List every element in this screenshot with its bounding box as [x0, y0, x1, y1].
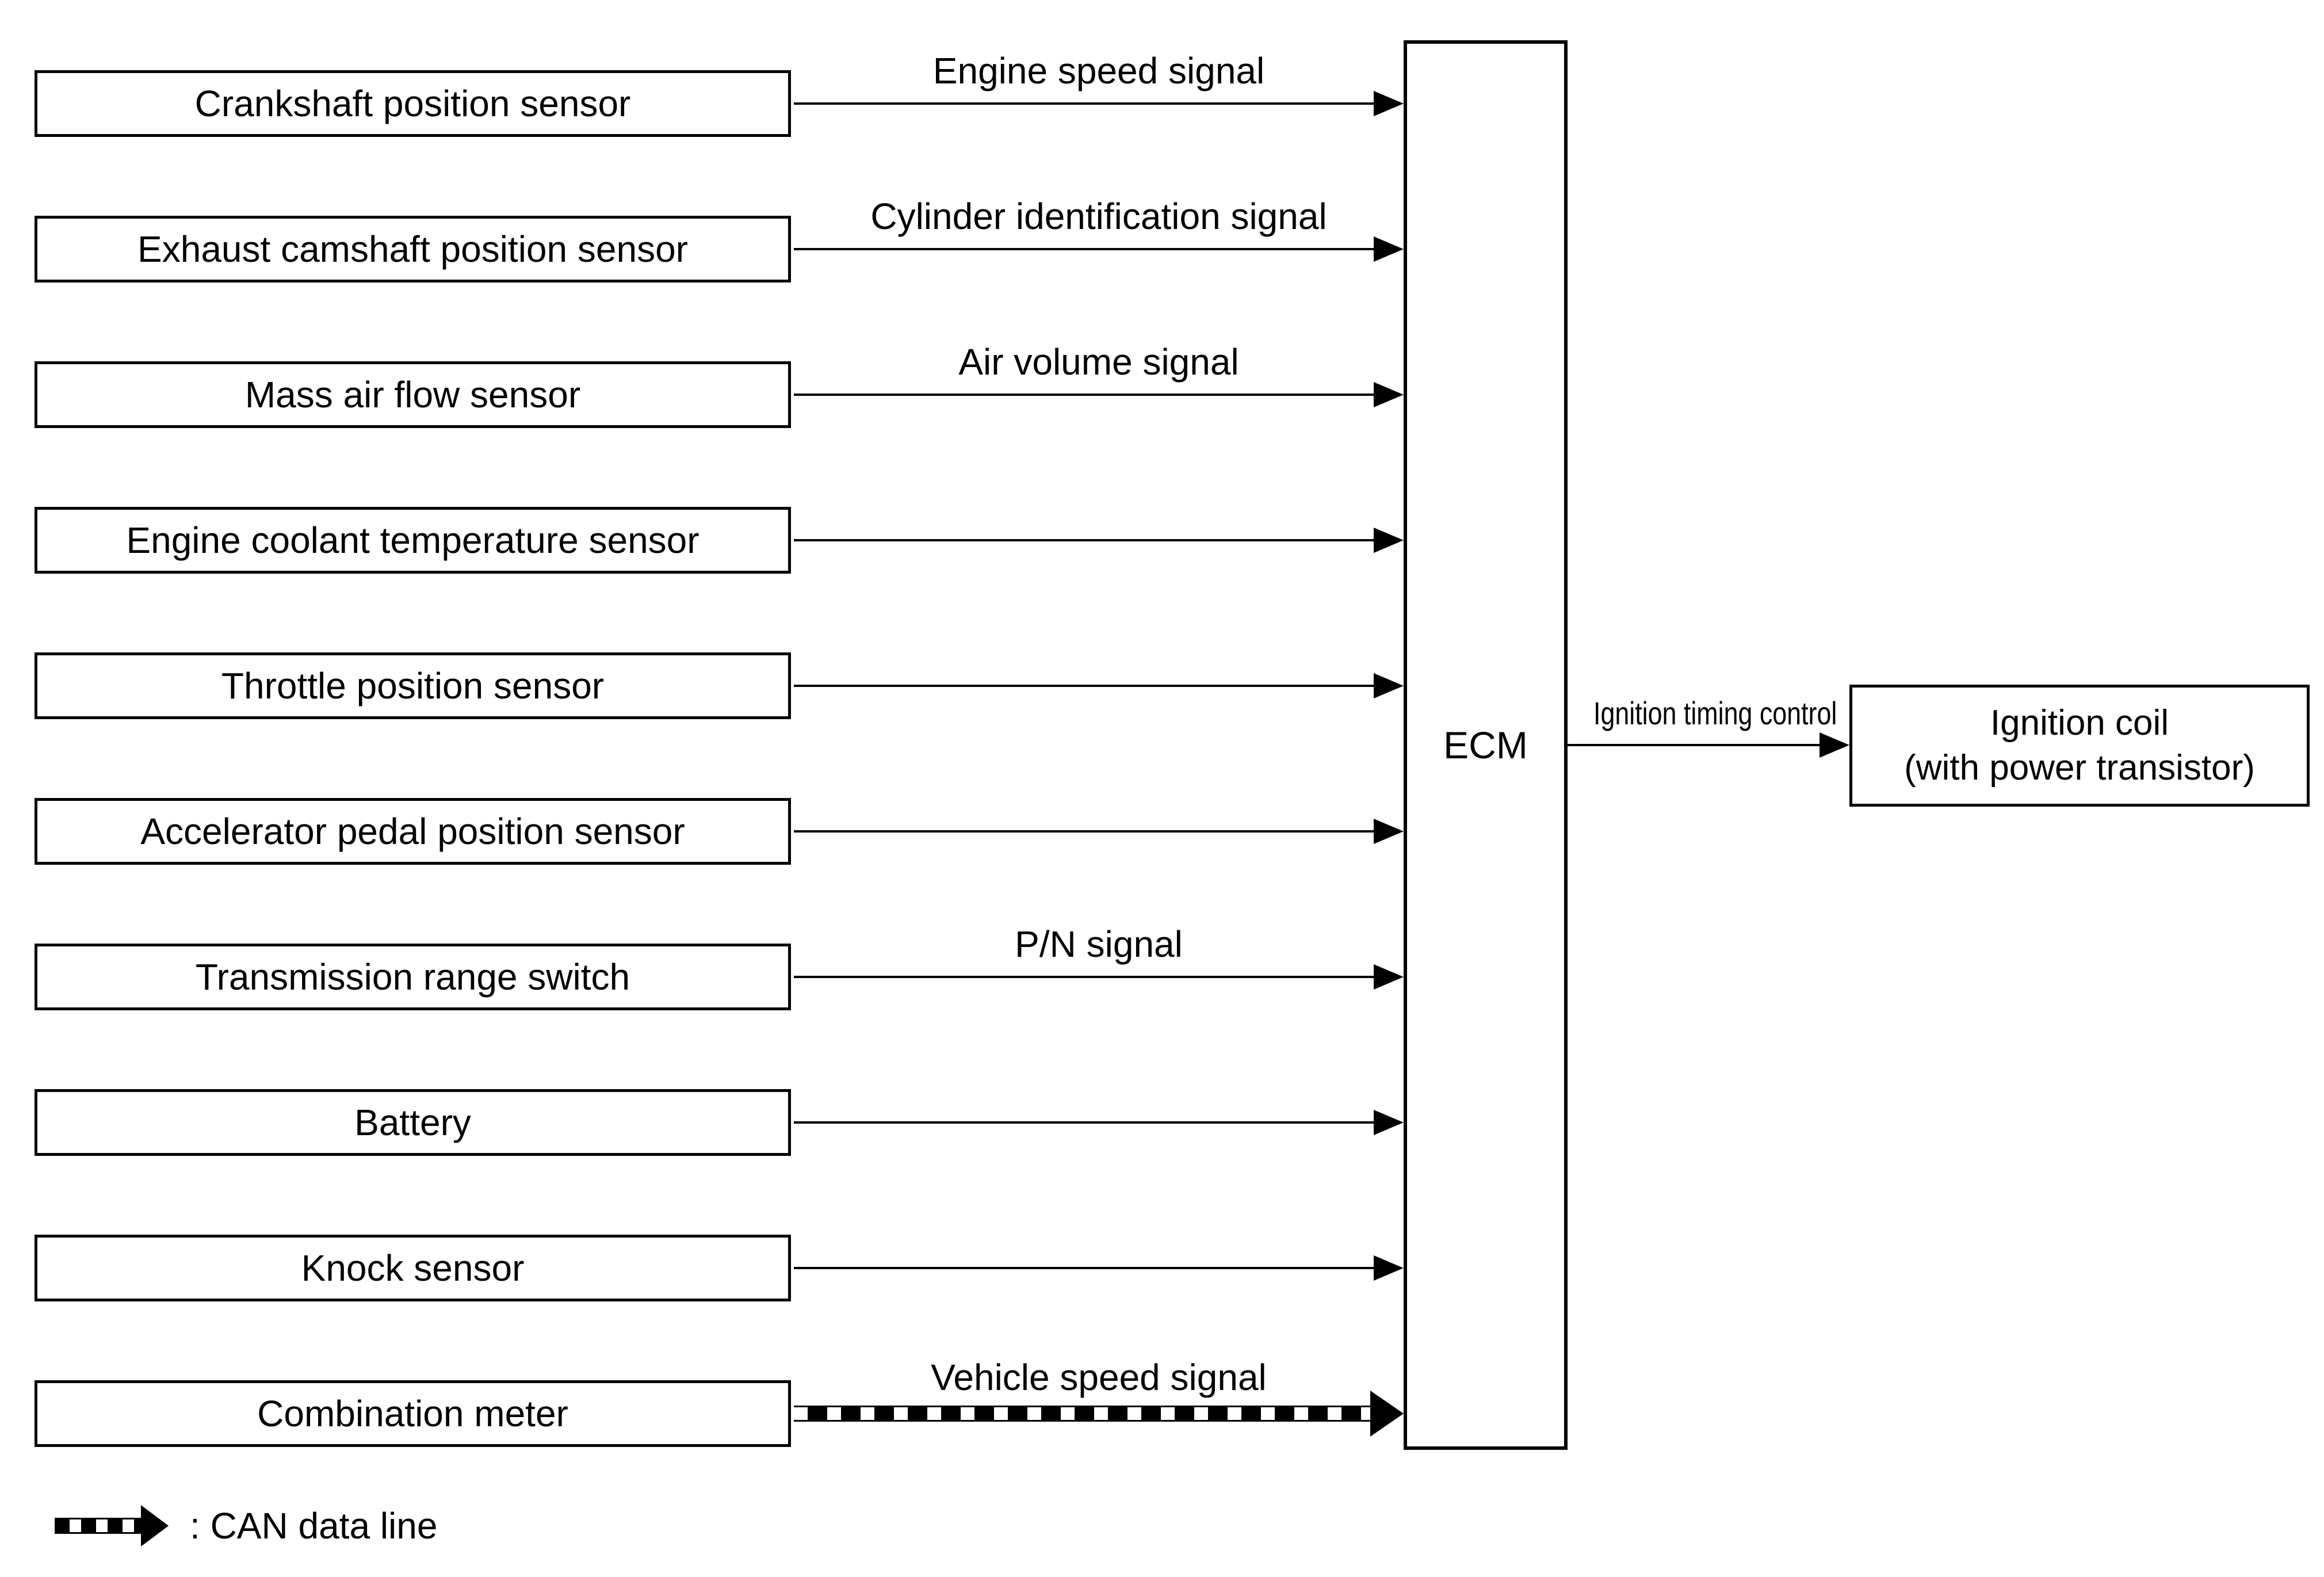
source-box-transmission-range-switch: Transmission range switch	[35, 944, 791, 1010]
signal-label: Cylinder identification signal	[870, 196, 1327, 237]
signal-arrow-line	[794, 539, 1374, 541]
source-box-battery: Battery	[35, 1089, 791, 1156]
source-box-label: Accelerator pedal position sensor	[140, 811, 685, 852]
source-box-exhaust-camshaft-position-sensor: Exhaust camshaft position sensor	[35, 216, 791, 282]
source-box-engine-coolant-temperature-sensor: Engine coolant temperature sensor	[35, 507, 791, 574]
signal-arrow-line	[794, 685, 1374, 687]
legend-can-arrowhead-icon	[141, 1505, 169, 1547]
signal-arrowhead-icon	[1374, 819, 1404, 844]
source-box-label: Crankshaft position sensor	[194, 83, 631, 124]
source-box-combination-meter: Combination meter	[35, 1380, 791, 1447]
can-arrowhead-icon	[1370, 1391, 1404, 1437]
signal-label: Vehicle speed signal	[931, 1357, 1267, 1398]
ignition-coil-box: Ignition coil (with power transistor)	[1849, 685, 2310, 807]
ignition-coil-label-line2: (with power transistor)	[1904, 748, 2255, 788]
signal-arrowhead-icon	[1374, 964, 1404, 990]
signal-arrowhead-icon	[1374, 528, 1404, 553]
signal-arrowhead-icon	[1374, 91, 1404, 116]
ecm-box: ECM	[1404, 40, 1568, 1450]
signal-arrowhead-icon	[1374, 236, 1404, 262]
signal-arrowhead-icon	[1374, 1255, 1404, 1281]
signal-arrow-line	[794, 976, 1374, 978]
signal-label: Air volume signal	[958, 341, 1239, 383]
source-box-mass-air-flow-sensor: Mass air flow sensor	[35, 361, 791, 428]
signal-arrowhead-icon	[1374, 1110, 1404, 1135]
signal-arrowhead-icon	[1374, 673, 1404, 698]
source-box-label: Mass air flow sensor	[244, 374, 581, 415]
legend-label: : CAN data line	[190, 1505, 438, 1547]
source-box-throttle-position-sensor: Throttle position sensor	[35, 652, 791, 719]
source-box-label: Engine coolant temperature sensor	[126, 520, 700, 561]
signal-arrowhead-icon	[1374, 382, 1404, 407]
source-box-label: Throttle position sensor	[221, 665, 605, 707]
can-data-line	[794, 1406, 1370, 1422]
signal-label: P/N signal	[1015, 923, 1183, 965]
output-arrowhead-icon	[1820, 732, 1849, 758]
signal-arrow-line	[794, 102, 1374, 105]
source-box-label: Transmission range switch	[195, 956, 630, 998]
source-box-knock-sensor: Knock sensor	[35, 1235, 791, 1301]
ignition-coil-label-line1: Ignition coil	[1990, 703, 2169, 743]
signal-arrow-line	[794, 248, 1374, 250]
source-box-label: Knock sensor	[301, 1247, 525, 1289]
source-box-label: Battery	[354, 1102, 471, 1143]
signal-arrow-line	[794, 1121, 1374, 1124]
source-box-label: Exhaust camshaft position sensor	[137, 228, 688, 270]
ecm-label: ECM	[1443, 724, 1528, 766]
signal-arrow-line	[794, 1267, 1374, 1269]
signal-arrow-line	[794, 830, 1374, 833]
signal-arrow-line	[794, 394, 1374, 396]
signal-label: Engine speed signal	[932, 50, 1265, 91]
source-box-accelerator-pedal-position-sensor: Accelerator pedal position sensor	[35, 798, 791, 865]
source-box-crankshaft-position-sensor: Crankshaft position sensor	[35, 70, 791, 137]
ignition-timing-control-label: Ignition timing control	[1593, 695, 1837, 731]
output-arrow-line	[1568, 744, 1820, 746]
legend-can-line-icon	[55, 1518, 141, 1534]
source-box-label: Combination meter	[257, 1393, 568, 1434]
